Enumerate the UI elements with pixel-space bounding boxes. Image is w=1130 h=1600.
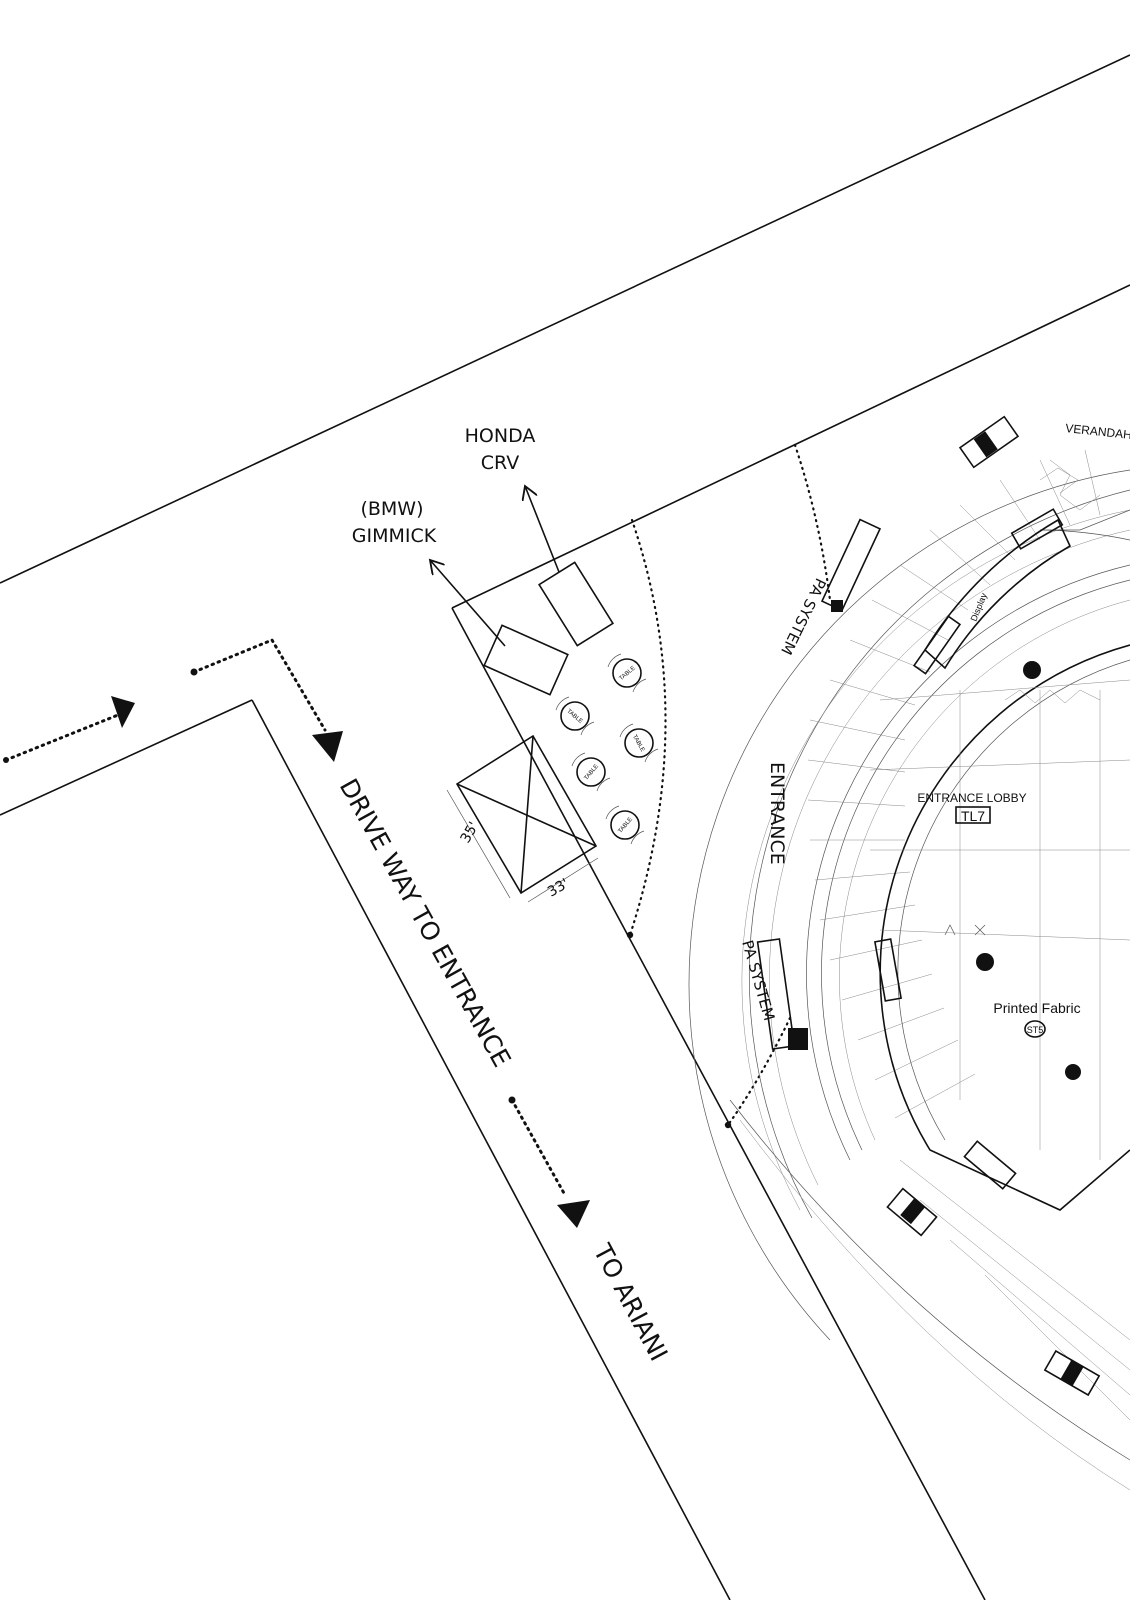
table-label: TABLE (618, 817, 635, 835)
bmw-gimmick-vehicle (430, 560, 569, 696)
dimension-33-label: 33' (545, 876, 572, 901)
tables-group: TABLE TABLE TABLE TABLE TABLE (555, 653, 659, 845)
lobby-tag-box (955, 806, 991, 824)
table: TABLE (607, 653, 647, 693)
lobby-tag: TL7 (961, 808, 985, 824)
bmw-gimmick-label-line1: (BMW) (360, 498, 423, 520)
table-label: TABLE (631, 734, 645, 753)
column (976, 953, 994, 971)
honda-crv-vehicle (525, 486, 614, 647)
dimension-35-label: 35' (458, 819, 483, 846)
pa-system-bottom-label: PA SYSTEM (738, 938, 778, 1023)
entrance-label: ENTRANCE (766, 762, 788, 865)
entrance-lobby-label: ENTRANCE LOBBY (917, 791, 1026, 805)
honda-crv-label-line2: CRV (481, 452, 519, 474)
fabric-tag-ring (1024, 1020, 1046, 1038)
bmw-gimmick-label-line2: GIMMICK (352, 525, 437, 547)
column (1023, 661, 1041, 679)
table: TABLE (619, 723, 659, 763)
labels: HONDA CRV (BMW) GIMMICK DRIVE WAY TO ENT… (334, 421, 1130, 1366)
column (1065, 1064, 1081, 1080)
display-label: Display (969, 591, 990, 623)
honda-crv-label-line1: HONDA (465, 425, 536, 447)
bench-units (756, 415, 1101, 1397)
table: TABLE (555, 696, 595, 736)
fabric-tag: ST5 (1027, 1025, 1044, 1035)
printed-fabric-label: Printed Fabric (993, 1000, 1080, 1016)
verandah-label: VERANDAH (1065, 421, 1130, 442)
table-label: TABLE (565, 709, 583, 726)
traffic-flow-arrows (3, 638, 590, 1228)
pa-system-top-label: PA SYSTEM (777, 575, 830, 657)
coverage-arcs (626, 443, 832, 1129)
table-label: TABLE (619, 666, 637, 683)
table-label: TABLE (584, 764, 601, 782)
tent-structure (446, 734, 599, 903)
road-boundaries (0, 54, 1130, 1600)
building-plan (688, 415, 1130, 1491)
to-ariani-label: TO ARIANI (587, 1238, 673, 1365)
table: TABLE (571, 752, 611, 792)
table: TABLE (605, 805, 645, 845)
